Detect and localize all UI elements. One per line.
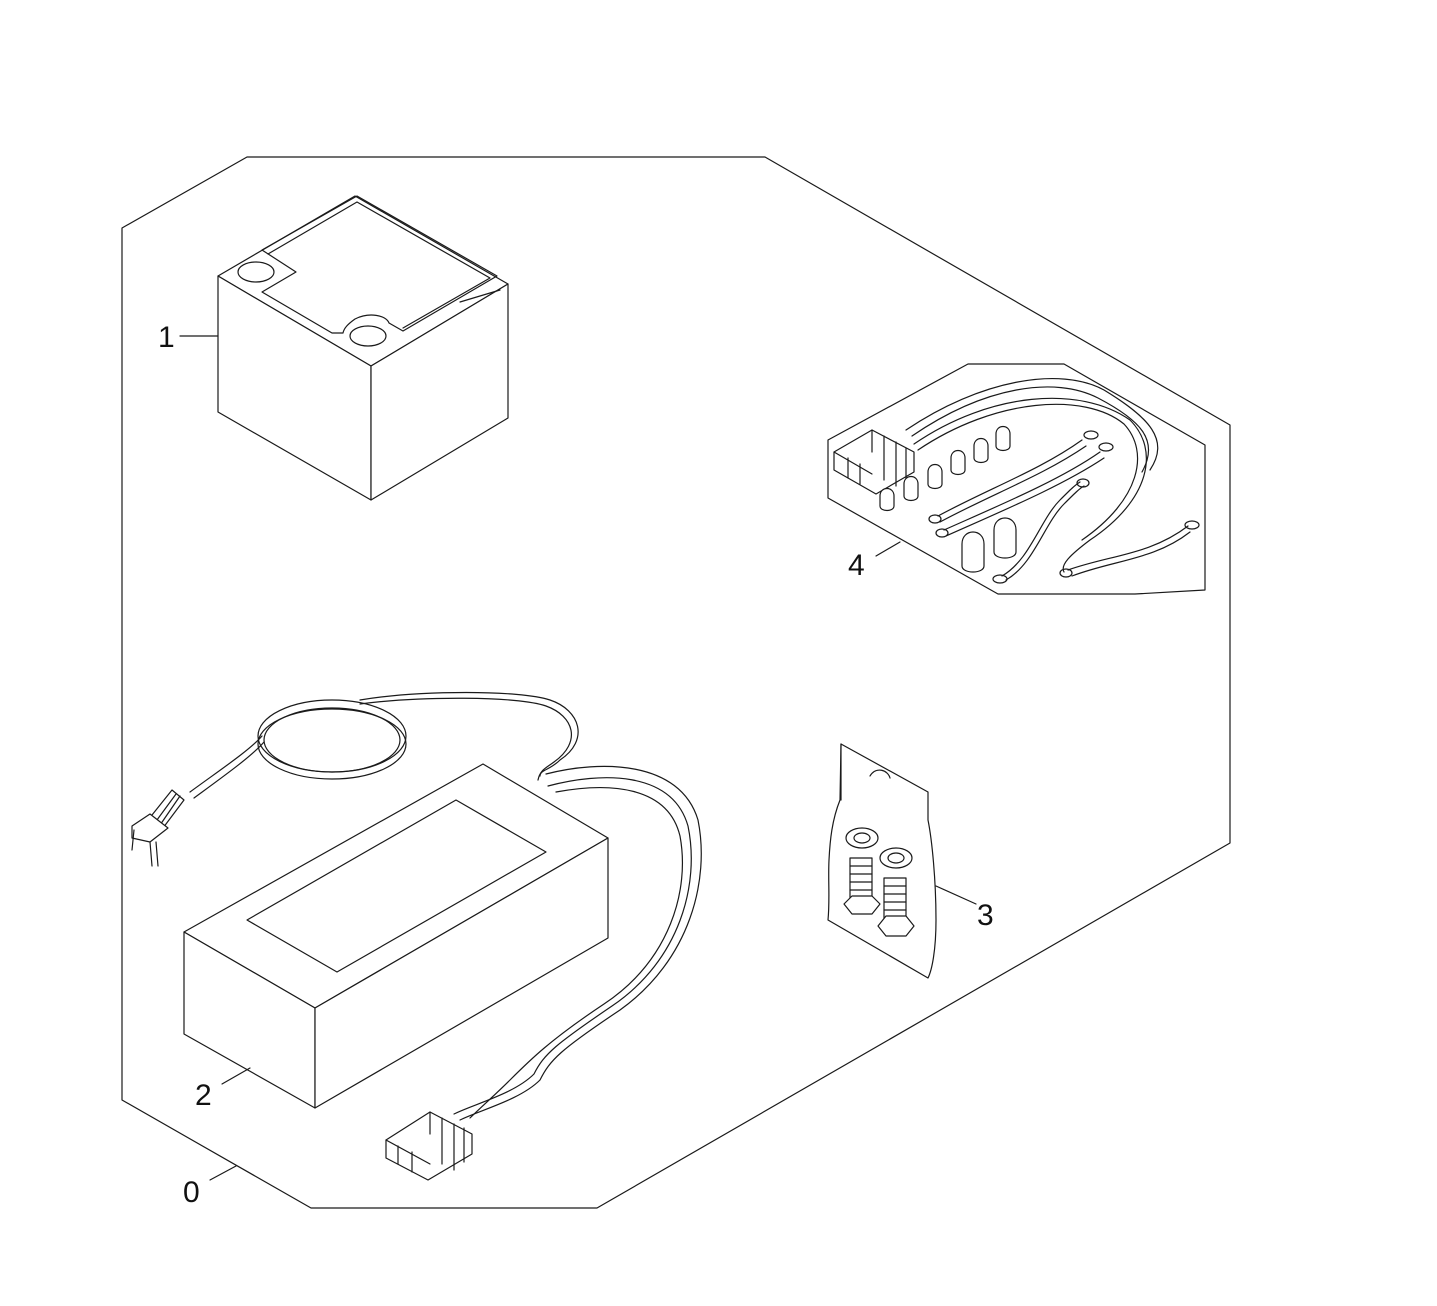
bolt-bag bbox=[827, 743, 937, 979]
cable-set bbox=[827, 363, 1206, 595]
callout-charger: 2 bbox=[195, 1079, 212, 1112]
leader-kit bbox=[209, 1165, 237, 1181]
leader-cable-set bbox=[875, 541, 901, 557]
callout-bolt-bag: 3 bbox=[977, 899, 994, 932]
callout-kit: 0 bbox=[183, 1176, 200, 1209]
cable-set-connector bbox=[833, 429, 915, 495]
callout-battery: 1 bbox=[158, 321, 175, 354]
terminal-caps bbox=[879, 425, 1017, 573]
charger bbox=[131, 691, 702, 1181]
kit-outline bbox=[121, 156, 1231, 1209]
battery bbox=[217, 195, 509, 501]
output-connector bbox=[385, 1111, 473, 1181]
leader-bolt-bag bbox=[935, 885, 977, 905]
mains-plug bbox=[131, 789, 185, 867]
leader-charger bbox=[221, 1067, 251, 1085]
callout-cable-set: 4 bbox=[848, 549, 865, 582]
